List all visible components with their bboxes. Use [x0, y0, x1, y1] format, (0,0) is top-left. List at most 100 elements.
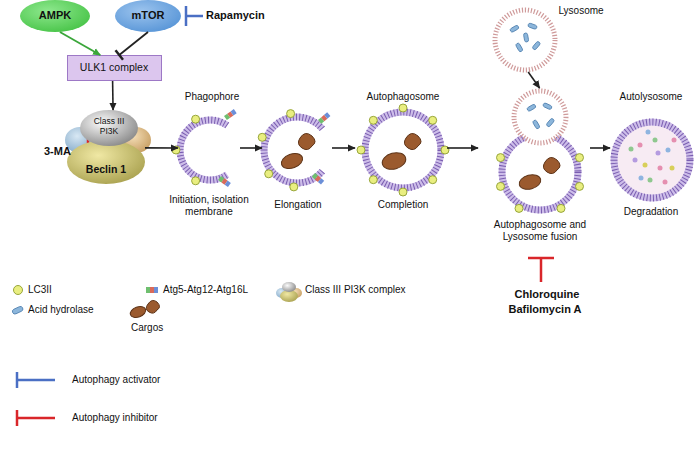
- acid-hydrolase: [532, 41, 541, 50]
- lc3-dot: [441, 146, 449, 154]
- lc3-dot: [399, 188, 407, 196]
- legend-sample: [146, 300, 159, 313]
- node-label: Autophagosome: [358, 91, 448, 103]
- legend-label: Atg5-Atg12-Atg16L: [163, 284, 248, 296]
- lc3-dot: [429, 176, 437, 184]
- legend-sample: [150, 287, 154, 293]
- acid-hydrolase: [515, 43, 523, 53]
- legend-sample: [16, 410, 19, 426]
- membrane-lipids: [264, 117, 322, 183]
- degradation-particle: [670, 166, 675, 171]
- cargo: [404, 133, 421, 149]
- membrane-lipids: [365, 112, 441, 188]
- lysosome-membrane: [495, 10, 555, 70]
- activation-arrow: [145, 147, 178, 149]
- atg-complex: [324, 112, 330, 118]
- kinase-ellipse: mTOR: [115, 0, 181, 32]
- degradation-particle: [638, 143, 643, 148]
- legend-sample: [16, 372, 19, 388]
- acid-hydrolase: [523, 33, 529, 43]
- atg-complex: [231, 109, 237, 115]
- degradation-particle: [656, 151, 661, 156]
- complex-box: ULK1 complex: [67, 55, 162, 81]
- activation-arrow: [112, 81, 114, 110]
- degradation-particle: [653, 138, 658, 143]
- degradation-particle: [658, 166, 663, 171]
- legend-label: Autophagy activator: [72, 374, 160, 386]
- acid-hydrolase: [527, 104, 537, 112]
- lc3-dot: [515, 204, 523, 212]
- node-label: Class III PI3K: [86, 117, 132, 137]
- beclin-ellipse: Beclin 1: [67, 140, 145, 184]
- kinase-ellipse-fill: [20, 0, 90, 32]
- degradation-particle: [643, 163, 648, 168]
- membrane: [502, 134, 578, 210]
- node-label: Autolysosome: [607, 91, 695, 103]
- legend-sample: [17, 417, 55, 420]
- membrane: [365, 112, 441, 188]
- legend-sample: [14, 286, 23, 295]
- legend-label: Class III PI3K complex: [305, 284, 406, 296]
- degradation-particle: [672, 138, 677, 143]
- drug-label: Rapamycin: [206, 9, 276, 22]
- acid-hydrolase: [546, 118, 555, 127]
- lc3-dot: [497, 154, 505, 162]
- acid-hydrolase: [528, 23, 538, 30]
- activation-arrow: [240, 147, 262, 149]
- acid-hydrolase: [532, 120, 540, 130]
- membrane: [180, 120, 227, 180]
- node-caption: Completion: [358, 199, 448, 211]
- drug-label: 3-MA: [44, 145, 78, 158]
- legend-label: LC3II: [28, 284, 52, 296]
- lc3-dot: [399, 104, 407, 112]
- elongation-stage: Elongation: [262, 88, 332, 218]
- activation-arrow: [447, 147, 478, 149]
- beclin-ellipse-outline: [67, 140, 145, 184]
- membrane: [614, 122, 690, 198]
- legend-sample: [282, 282, 296, 292]
- lc3-dot: [290, 183, 298, 191]
- lc3-dot: [369, 176, 377, 184]
- degradation-particle: [648, 178, 653, 183]
- lysosome: Lysosome: [493, 8, 557, 72]
- lc3-dot: [557, 204, 565, 212]
- activation-arrow: [60, 32, 100, 55]
- cargo: [380, 150, 407, 172]
- inhibition-connector: [119, 32, 148, 55]
- kinase-ellipse-fill: [115, 0, 181, 32]
- degradation-particle: [639, 176, 644, 181]
- legend-sample: [17, 379, 55, 382]
- lc3-dot: [497, 182, 505, 190]
- acid-hydrolase: [543, 102, 553, 109]
- pi3k-sphere: Class III PI3K: [80, 110, 138, 146]
- drug-label: Chloroquine: [507, 288, 587, 301]
- activation-arrow: [332, 147, 355, 149]
- lysosome-membrane: [514, 91, 566, 143]
- lc3-dot: [369, 116, 377, 124]
- acid-hydrolase: [510, 25, 520, 33]
- atg-complex: [225, 181, 231, 187]
- legend-sample: [12, 306, 24, 315]
- node-label: Autophagosome and Lysosome fusion: [489, 219, 591, 242]
- node-label: ULK1 complex: [68, 61, 160, 73]
- legend-sample: [154, 287, 158, 293]
- lc3-dot: [192, 177, 200, 185]
- lc3-dot: [265, 170, 273, 178]
- node-label: Beclin 1: [67, 163, 145, 175]
- node-caption: Degradation: [607, 206, 695, 218]
- activation-arrow: [528, 72, 539, 88]
- lc3-dot: [287, 110, 295, 118]
- node-label: Phagophore: [167, 91, 257, 103]
- lc3-dot: [576, 154, 584, 162]
- node-label: Elongation: [258, 199, 338, 211]
- lc3-dot: [192, 115, 200, 123]
- degradation-particle: [663, 180, 668, 185]
- activator-line: [186, 15, 203, 18]
- lc3-dot: [576, 182, 584, 190]
- lc3-dot: [357, 146, 365, 154]
- phagophore-stage: PhagophoreInitiation, isolation membrane: [178, 88, 240, 218]
- lc3-dot: [429, 116, 437, 124]
- legend-label: Autophagy inhibitor: [72, 412, 158, 424]
- cargo: [518, 172, 543, 191]
- atg-complex: [318, 178, 324, 184]
